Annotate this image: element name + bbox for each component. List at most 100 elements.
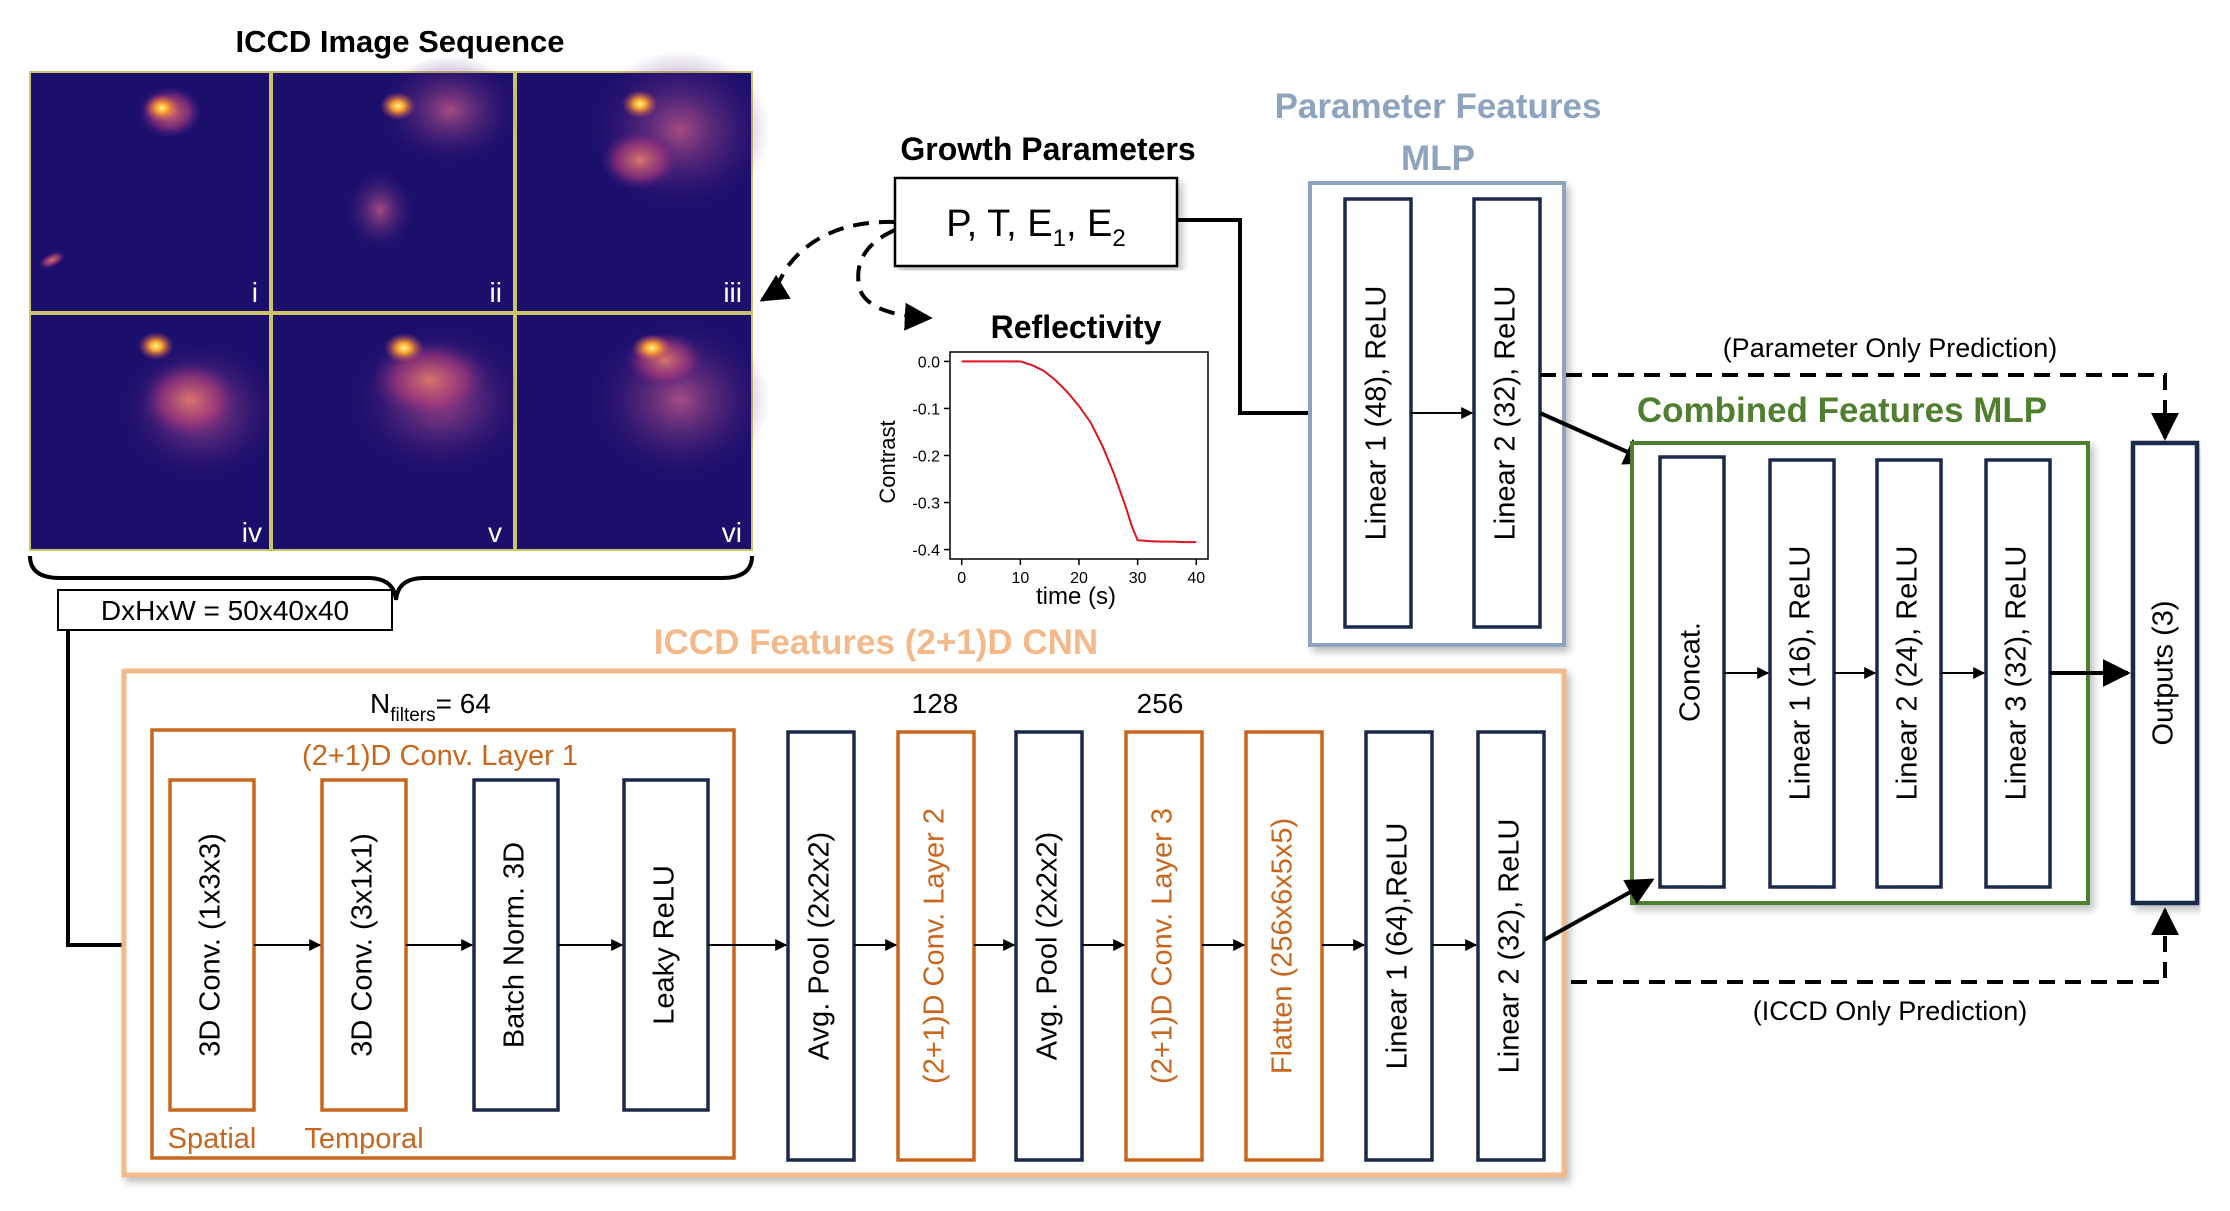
cnn-to-concat-arrow <box>1543 878 1655 942</box>
param-linear-1: Linear 1 (48), ReLU <box>1343 197 1413 629</box>
growth-params-sub1: 1 <box>1053 225 1066 252</box>
flatten-label: Flatten (256x6x5x5) <box>1267 818 1299 1074</box>
chart-xlabel: time (s) <box>1036 583 1116 610</box>
iccd-frame-ii: ii <box>271 55 520 313</box>
param-linear-2: Linear 2 (32), ReLU <box>1472 197 1542 629</box>
batchnorm-block: Batch Norm. 3D <box>472 778 560 1112</box>
contrast-series-line <box>961 360 1197 544</box>
iccd-title: ICCD Image Sequence <box>235 24 564 59</box>
iccd-only-prediction-label: (ICCD Only Prediction) <box>1753 996 2028 1026</box>
chart-frame <box>949 351 1209 560</box>
cnn-linear-1-block: Linear 1 (64),ReLU <box>1364 730 1434 1162</box>
temporal-label: Temporal <box>304 1123 423 1155</box>
growth-params-text: P, T, E1, E2 <box>946 203 1126 252</box>
iccd-frame-iv: iv <box>29 313 280 551</box>
y-tick-label: -0.2 <box>912 449 940 466</box>
concat-label: Concat. <box>1675 622 1707 722</box>
chart-line-layer <box>961 360 1197 544</box>
nfilters-sub: filters <box>390 705 435 726</box>
iccd-brace <box>28 555 754 601</box>
frame-label-vi: vi <box>722 517 742 548</box>
reflectivity-title: Reflectivity <box>991 309 1162 345</box>
cnn-linear-1-label: Linear 1 (64),ReLU <box>1382 823 1414 1070</box>
dims-label: DxHxW = 50x40x40 <box>101 595 349 626</box>
concat-block: Concat. <box>1658 455 1726 889</box>
leaky-relu-block: Leaky ReLU <box>622 778 710 1112</box>
combined-linear-1: Linear 1 (16), ReLU <box>1768 458 1836 889</box>
growth-title: Growth Parameters <box>900 131 1195 167</box>
conv-temporal-label: 3D Conv. (3x1x1) <box>347 833 379 1057</box>
combined-linear-2-label: Linear 2 (24), ReLU <box>1892 546 1924 801</box>
x-tick-label: 30 <box>1129 570 1147 587</box>
x-tick-label: 20 <box>1070 570 1088 587</box>
y-tick-label: -0.4 <box>912 543 940 560</box>
param-only-prediction-label: (Parameter Only Prediction) <box>1723 333 2058 363</box>
conv-layer-2-block: (2+1)D Conv. Layer 2 <box>896 730 976 1162</box>
iccd-only-prediction-arrow <box>1545 907 2179 984</box>
filters-256-label: 256 <box>1137 688 1184 719</box>
growth-params-sub2: 2 <box>1112 225 1125 252</box>
growth-params-box <box>893 176 1179 268</box>
param-mlp-title-1: Parameter Features <box>1275 87 1602 126</box>
growth-to-images-arrow <box>759 219 896 302</box>
growth-params-main: P, T, E <box>946 203 1052 245</box>
growth-to-reflectivity-arrow <box>856 228 933 331</box>
chart-ylabel: Contrast <box>875 420 900 503</box>
param-linear-1-label: Linear 1 (48), ReLU <box>1361 286 1393 541</box>
conv-layer-2-label: (2+1)D Conv. Layer 2 <box>919 808 951 1084</box>
conv-temporal-block: 3D Conv. (3x1x1) <box>320 778 408 1112</box>
combined-mlp-title: Combined Features MLP <box>1637 391 2047 430</box>
frame-label-iv: iv <box>242 517 262 548</box>
frame-label-ii: ii <box>490 277 502 308</box>
avg-pool-1-label: Avg. Pool (2x2x2) <box>804 832 836 1060</box>
y-tick-label: -0.1 <box>912 401 940 418</box>
combined-linear-3: Linear 3 (32), ReLU <box>1984 458 2052 889</box>
leaky-relu-label: Leaky ReLU <box>649 865 681 1025</box>
conv-layer-3-block: (2+1)D Conv. Layer 3 <box>1124 730 1204 1162</box>
avg-pool-1-block: Avg. Pool (2x2x2) <box>786 730 856 1162</box>
iccd-frame-vi: vi <box>515 313 770 551</box>
cnn-title: ICCD Features (2+1)D CNN <box>654 623 1098 662</box>
y-tick-label: -0.3 <box>912 496 940 513</box>
growth-params-sep: , E <box>1066 203 1112 245</box>
param-only-prediction-arrow <box>1540 373 2179 441</box>
frame-label-v: v <box>488 517 502 548</box>
nfilters-label: Nfilters= 64 <box>370 688 491 726</box>
y-ticks: 0.0 -0.1 -0.2 -0.3 -0.4 <box>912 354 950 560</box>
frame-label-i: i <box>252 277 258 308</box>
combined-linear-1-label: Linear 1 (16), ReLU <box>1785 546 1817 801</box>
dims-box <box>57 589 393 631</box>
conv-layer-1-title: (2+1)D Conv. Layer 1 <box>302 740 578 772</box>
filters-128-label: 128 <box>912 688 959 719</box>
conv-spatial-label: 3D Conv. (1x3x3) <box>195 833 227 1057</box>
cnn-linear-2-label: Linear 2 (32), ReLU <box>1494 819 1526 1074</box>
outputs-label: Outputs (3) <box>2148 600 2180 745</box>
combined-linear-2: Linear 2 (24), ReLU <box>1875 458 1943 889</box>
cnn-linear-2-block: Linear 2 (32), ReLU <box>1476 730 1546 1162</box>
param-linear-2-label: Linear 2 (32), ReLU <box>1490 286 1522 541</box>
conv-layer-3-label: (2+1)D Conv. Layer 3 <box>1147 808 1179 1084</box>
x-ticks: 0 10 20 30 40 <box>957 559 1205 587</box>
param-mlp-title-2: MLP <box>1401 139 1475 178</box>
avg-pool-2-block: Avg. Pool (2x2x2) <box>1014 730 1084 1162</box>
nfilters-main: N <box>370 688 390 719</box>
nfilters-value: = 64 <box>436 688 491 719</box>
combined-linear-3-label: Linear 3 (32), ReLU <box>2001 546 2033 801</box>
conv-spatial-block: 3D Conv. (1x3x3) <box>168 778 256 1112</box>
iccd-frame-iii: iii <box>515 50 770 313</box>
iccd-frame-i: i <box>29 71 271 313</box>
flatten-block: Flatten (256x6x5x5) <box>1244 730 1324 1162</box>
iccd-image-grid: i ii iii iv <box>29 50 770 551</box>
avg-pool-2-label: Avg. Pool (2x2x2) <box>1032 832 1064 1060</box>
reflectivity-chart: 0.0 -0.1 -0.2 -0.3 -0.4 0 10 20 30 40 Contrast t… <box>875 351 1209 610</box>
x-tick-label: 0 <box>957 570 966 587</box>
spatial-label: Spatial <box>168 1123 257 1155</box>
x-tick-label: 40 <box>1187 570 1205 587</box>
frame-label-iii: iii <box>723 277 742 308</box>
y-tick-label: 0.0 <box>918 354 940 371</box>
iccd-frame-v: v <box>271 313 530 551</box>
outputs-block: Outputs (3) <box>2130 440 2200 906</box>
x-tick-label: 10 <box>1011 570 1029 587</box>
